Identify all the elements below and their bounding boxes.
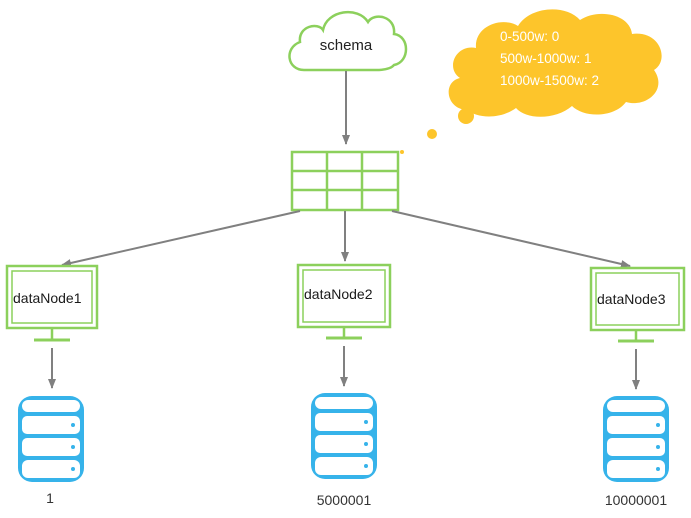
database1-icon (18, 396, 84, 482)
arrow-table-to-node1 (61, 210, 301, 267)
datanode3-label: dataNode3 (597, 291, 666, 307)
schema-cloud (288, 10, 408, 72)
datanode2-monitor-icon (296, 263, 392, 340)
thought-bubble-small (400, 150, 404, 154)
datanode2-label: dataNode2 (304, 286, 373, 302)
arrow-table-to-node3 (391, 210, 631, 268)
database2-icon (311, 393, 377, 479)
thought-bubble-medium (427, 129, 437, 139)
rule-line-2: 500w-1000w: 1 (500, 51, 592, 66)
datanode1-label: dataNode1 (13, 290, 82, 306)
db2-start-id: 5000001 (316, 492, 372, 508)
database3-icon (603, 396, 669, 482)
schema-label: schema (319, 37, 373, 54)
route-table-icon (290, 150, 400, 212)
thought-bubble-large (458, 108, 474, 124)
db1-start-id: 1 (46, 490, 54, 506)
rule-cloud (400, 9, 662, 154)
datanode1-monitor-icon (5, 264, 99, 342)
db3-start-id: 10000001 (604, 492, 668, 508)
datanode3-monitor-icon (589, 266, 686, 343)
rule-line-3: 1000w-1500w: 2 (500, 73, 600, 88)
rule-line-1: 0-500w: 0 (500, 29, 560, 44)
